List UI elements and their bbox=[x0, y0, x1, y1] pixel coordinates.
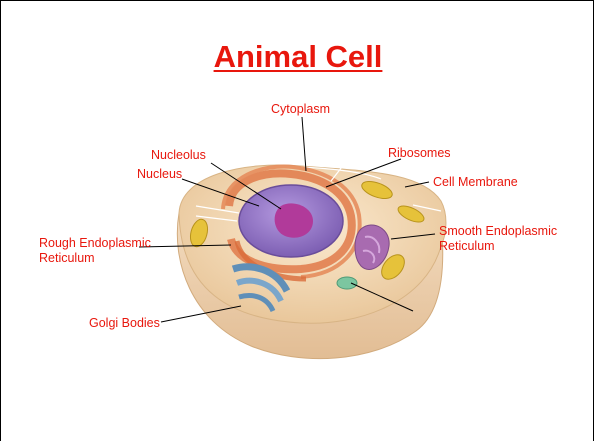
label-rough-er-line2: Reticulum bbox=[39, 251, 151, 266]
label-ribosomes: Ribosomes bbox=[388, 146, 451, 161]
label-smooth-er-line2: Reticulum bbox=[439, 239, 557, 254]
vesicle-shape bbox=[337, 277, 357, 289]
label-smooth-er-line1: Smooth Endoplasmic bbox=[439, 224, 557, 239]
label-golgi: Golgi Bodies bbox=[89, 316, 160, 331]
label-cell-membrane: Cell Membrane bbox=[433, 175, 518, 190]
label-smooth-er: Smooth Endoplasmic Reticulum bbox=[439, 224, 557, 254]
label-cytoplasm: Cytoplasm bbox=[271, 102, 330, 117]
label-rough-er: Rough Endoplasmic Reticulum bbox=[39, 236, 151, 266]
nucleus-shape bbox=[239, 185, 343, 257]
label-nucleus: Nucleus bbox=[137, 167, 182, 182]
label-nucleolus: Nucleolus bbox=[151, 148, 206, 163]
label-rough-er-line1: Rough Endoplasmic bbox=[39, 236, 151, 251]
